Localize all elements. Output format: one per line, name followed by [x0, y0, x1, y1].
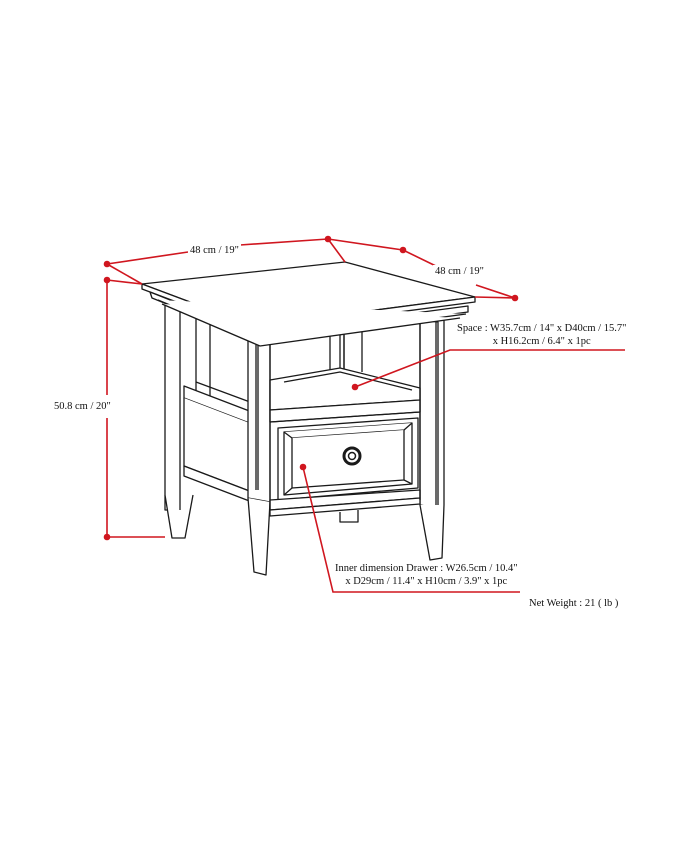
front-right-leg	[419, 319, 445, 561]
shelf-space-callout: Space : W35.7cm / 14" x D40cm / 15.7" x …	[455, 322, 628, 348]
dimension-endpoints	[103, 235, 519, 541]
width-endpoint-right	[324, 235, 332, 243]
shelf-space-leader	[354, 349, 625, 388]
width-dimension-label: 48 cm / 19"	[188, 244, 241, 257]
drawer-inner-line-2: x D29cm / 11.4" x H10cm / 3.9" x 1pc	[345, 576, 508, 587]
width-dimension-line	[106, 251, 189, 265]
right-side-frame	[269, 320, 421, 510]
shelf-space-point	[351, 383, 359, 391]
drawer-knob[interactable]	[342, 446, 362, 466]
drawer-inner-leader	[302, 466, 520, 593]
shelf-space-line-1: Space : W35.7cm / 14" x D40cm / 15.7"	[457, 323, 627, 334]
table-drawing	[141, 261, 476, 576]
net-weight-label: Net Weight : 21 ( lb )	[527, 597, 621, 610]
shelf-space-line-2: x H16.2cm / 6.4" x 1pc	[492, 336, 591, 347]
width-endpoint-left	[103, 260, 111, 268]
left-rear-leg-foot	[164, 494, 194, 539]
height-endpoint-top	[103, 276, 111, 284]
dimension-lines	[106, 238, 625, 593]
height-dimension-label: 50.8 cm / 20"	[52, 400, 113, 413]
depth-dimension-label: 48 cm / 19"	[433, 265, 486, 278]
height-endpoint-bottom	[103, 533, 111, 541]
front-left-leg	[247, 331, 271, 576]
drawer-inner-point	[299, 463, 307, 471]
depth-endpoint-right	[511, 294, 519, 302]
drawer-stop	[339, 510, 359, 523]
tabletop[interactable]	[141, 261, 476, 347]
depth-endpoint-left	[399, 246, 407, 254]
drawer-inner-callout: Inner dimension Drawer : W26.5cm / 10.4"…	[333, 562, 520, 588]
drawer-inner-line-1: Inner dimension Drawer : W26.5cm / 10.4"	[335, 563, 518, 574]
